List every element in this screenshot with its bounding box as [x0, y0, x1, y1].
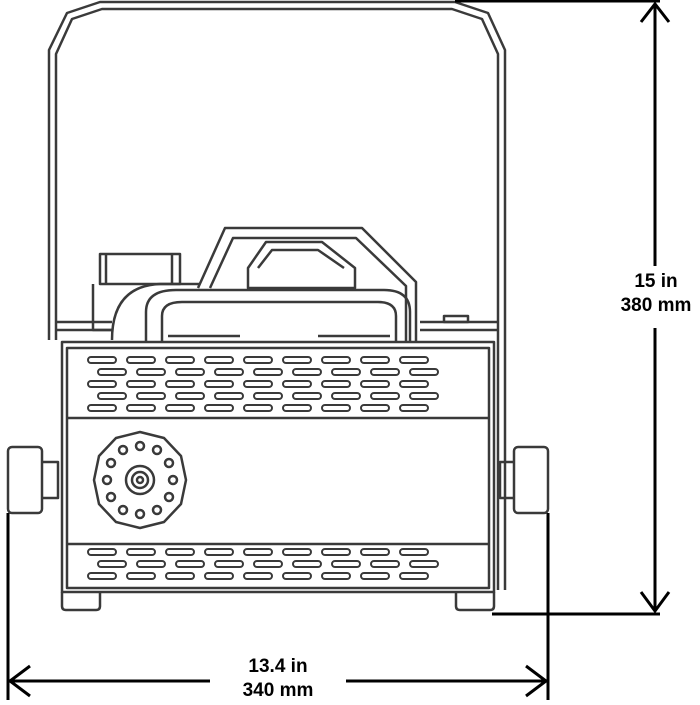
vent-slot [175, 560, 205, 568]
vent-slot [214, 368, 244, 376]
vent-slot [399, 356, 429, 364]
vent-slot [87, 380, 117, 388]
vent-slot [97, 560, 127, 568]
vent-slot [409, 560, 439, 568]
vent-slot [370, 392, 400, 400]
width-imperial: 13.4 in [248, 656, 308, 677]
heater-dome [110, 282, 200, 341]
vent-slot [253, 392, 283, 400]
vent-slot [292, 368, 322, 376]
vent-slot [282, 380, 312, 388]
vent-slot [282, 356, 312, 364]
vent-slot [282, 404, 312, 412]
ventilation-slots [87, 356, 439, 580]
vent-slot [321, 404, 351, 412]
height-metric: 380 mm [620, 295, 692, 316]
vent-slot [321, 572, 351, 580]
vent-slot [126, 356, 156, 364]
right-mount-knob [498, 445, 550, 515]
vent-slot [253, 560, 283, 568]
vent-slot [136, 560, 166, 568]
vent-slot [253, 368, 283, 376]
width-dimension-line [6, 513, 550, 700]
vent-slot [399, 572, 429, 580]
vent-slot [126, 380, 156, 388]
vent-slot [321, 548, 351, 556]
front-handle [144, 288, 412, 342]
vent-slot [243, 356, 273, 364]
height-dimension-line [455, 0, 671, 616]
vent-slot [292, 560, 322, 568]
vent-slot [97, 392, 127, 400]
vent-slot [87, 404, 117, 412]
vent-slot [214, 560, 244, 568]
vent-slot [399, 404, 429, 412]
vent-slot [126, 404, 156, 412]
vent-slot [243, 404, 273, 412]
fluid-tank [47, 0, 507, 590]
width-label: 13.4 in 340 mm [222, 655, 334, 703]
vent-slot [321, 356, 351, 364]
fog-nozzle [92, 430, 188, 530]
vent-slot [292, 392, 322, 400]
middle-rail [56, 314, 498, 332]
filler-cap [91, 252, 182, 332]
height-label: 15 in 380 mm [612, 270, 700, 318]
vent-slot [175, 392, 205, 400]
vent-slot [360, 380, 390, 388]
vent-slot [87, 548, 117, 556]
vent-slot [126, 548, 156, 556]
width-metric: 340 mm [242, 680, 314, 701]
vent-slot [97, 368, 127, 376]
rear-handle [196, 226, 418, 342]
left-mount-knob [6, 445, 60, 515]
vent-slot [331, 392, 361, 400]
vent-slot [370, 560, 400, 568]
vent-slot [136, 368, 166, 376]
vent-slot [204, 404, 234, 412]
vent-slot [87, 356, 117, 364]
vent-slot [370, 368, 400, 376]
vent-slot [282, 548, 312, 556]
vent-slot [409, 392, 439, 400]
vent-slot [214, 392, 244, 400]
main-body [60, 340, 496, 594]
vent-slot [243, 572, 273, 580]
vent-slot [136, 392, 166, 400]
vent-slot [204, 548, 234, 556]
vent-slot [87, 572, 117, 580]
vent-slot [165, 356, 195, 364]
vent-slot [321, 380, 351, 388]
vent-slot [331, 560, 361, 568]
vent-slot [331, 368, 361, 376]
vent-slot [360, 356, 390, 364]
vent-slot [360, 548, 390, 556]
vent-slot [126, 572, 156, 580]
height-imperial: 15 in [634, 271, 678, 292]
vent-slot [243, 380, 273, 388]
vent-slot [165, 404, 195, 412]
vent-slot [399, 548, 429, 556]
vent-slot [175, 368, 205, 376]
vent-slot [204, 380, 234, 388]
vent-slot [243, 548, 273, 556]
vent-slot [204, 572, 234, 580]
vent-slot [165, 380, 195, 388]
feet [60, 592, 496, 612]
vent-slot [204, 356, 234, 364]
vent-slot [409, 368, 439, 376]
vent-slot [282, 572, 312, 580]
vent-slot [165, 548, 195, 556]
vent-slot [165, 572, 195, 580]
vent-slot [399, 380, 429, 388]
vent-slot [360, 404, 390, 412]
vent-slot [360, 572, 390, 580]
